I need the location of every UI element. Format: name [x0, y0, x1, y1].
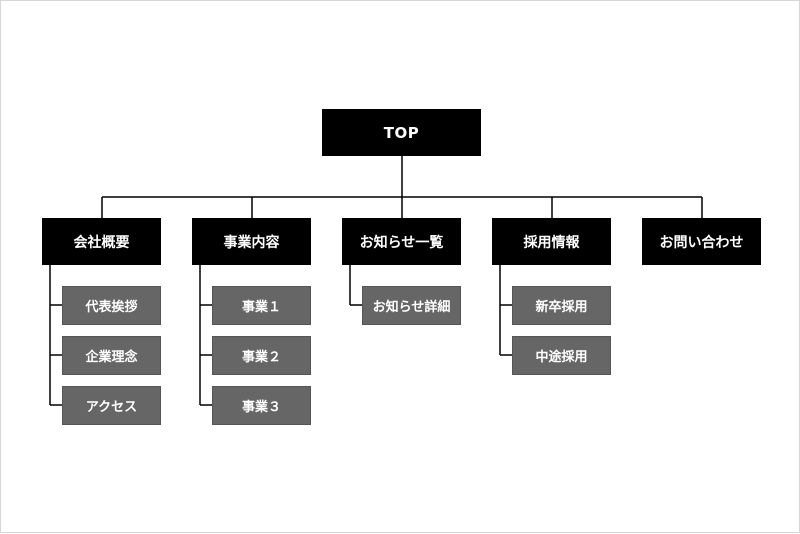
node-contact: お問い合わせ [642, 218, 761, 265]
node-recruit: 採用情報 [492, 218, 611, 265]
node-company-overview: 会社概要 [42, 218, 161, 265]
node-philosophy: 企業理念 [62, 336, 161, 375]
node-mid-career: 中途採用 [512, 336, 611, 375]
node-top: TOP [322, 109, 481, 156]
node-business-1: 事業１ [212, 286, 311, 325]
node-greeting: 代表挨拶 [62, 286, 161, 325]
node-new-graduate: 新卒採用 [512, 286, 611, 325]
node-access: アクセス [62, 386, 161, 425]
node-news-list: お知らせ一覧 [342, 218, 461, 265]
node-business-2: 事業２ [212, 336, 311, 375]
node-business-3: 事業３ [212, 386, 311, 425]
node-business: 事業内容 [192, 218, 311, 265]
node-news-detail: お知らせ詳細 [362, 286, 461, 325]
